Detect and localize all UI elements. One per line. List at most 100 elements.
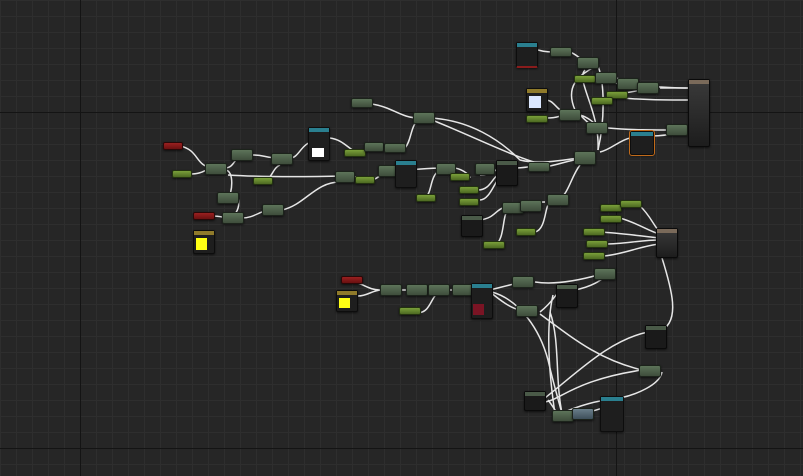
- texture-sample-node[interactable]: [556, 284, 578, 308]
- constant-node[interactable]: [606, 91, 628, 99]
- constant-node[interactable]: [620, 200, 642, 208]
- texture-sample-node[interactable]: [471, 283, 493, 319]
- node-header: [601, 397, 623, 401]
- multiply-node[interactable]: [364, 142, 384, 152]
- component-mask-node[interactable]: [572, 408, 594, 420]
- constant-node[interactable]: [583, 228, 605, 236]
- multiply-node[interactable]: [512, 276, 534, 288]
- node-header: [462, 216, 482, 220]
- lerp-node[interactable]: [594, 268, 616, 280]
- multiply-node[interactable]: [577, 57, 599, 69]
- grid-major-line: [80, 0, 81, 476]
- lerp-node[interactable]: [547, 194, 569, 206]
- texcoord-node[interactable]: [351, 98, 373, 108]
- multiply-node[interactable]: [528, 162, 550, 172]
- constant-node[interactable]: [344, 149, 366, 157]
- multiply-node[interactable]: [666, 124, 688, 136]
- wire: [599, 231, 661, 239]
- constant-node[interactable]: [586, 240, 608, 248]
- wire: [599, 137, 631, 153]
- vector-parameter-node[interactable]: [526, 88, 548, 112]
- add-node[interactable]: [520, 200, 542, 212]
- material-function-output-node[interactable]: [656, 228, 678, 258]
- wire: [549, 311, 563, 414]
- texture-sample-node[interactable]: [645, 325, 667, 349]
- add-node[interactable]: [406, 284, 428, 296]
- add-node[interactable]: [586, 122, 608, 134]
- constant-node[interactable]: [416, 194, 436, 202]
- constant-node[interactable]: [526, 115, 548, 123]
- node-header: [557, 285, 577, 289]
- constant-node[interactable]: [583, 252, 605, 260]
- constant-node[interactable]: [483, 241, 505, 249]
- material-output-node[interactable]: [688, 79, 710, 147]
- multiply-node[interactable]: [428, 284, 450, 296]
- add-node[interactable]: [595, 72, 617, 84]
- multiply-node[interactable]: [380, 284, 402, 296]
- constant-node[interactable]: [253, 177, 273, 185]
- wire: [603, 243, 661, 257]
- texture-sample-node[interactable]: [524, 391, 546, 411]
- texture-sample-node[interactable]: [308, 127, 330, 161]
- wire: [494, 209, 509, 246]
- wire: [281, 181, 341, 211]
- node-header: [646, 326, 666, 330]
- add-node[interactable]: [552, 410, 574, 422]
- node-header: [497, 161, 517, 165]
- node-header: [689, 80, 709, 84]
- lerp-node[interactable]: [271, 153, 293, 165]
- texture-preview: [473, 304, 484, 315]
- texture-sample-node-selected[interactable]: [629, 130, 655, 156]
- multiply-node[interactable]: [639, 365, 661, 377]
- lerp-node[interactable]: [637, 82, 659, 94]
- constant-node[interactable]: [516, 228, 536, 236]
- constant-node[interactable]: [172, 170, 192, 178]
- constant-node[interactable]: [355, 176, 375, 184]
- constant-node[interactable]: [459, 198, 479, 206]
- add-node[interactable]: [384, 143, 406, 153]
- texture-sample-node[interactable]: [516, 42, 538, 68]
- wire: [534, 274, 599, 284]
- vector-parameter-node[interactable]: [193, 230, 215, 254]
- panner-node[interactable]: [413, 112, 435, 124]
- wire: [619, 217, 661, 235]
- multiply-node[interactable]: [335, 171, 355, 183]
- multiply-node[interactable]: [205, 163, 227, 175]
- texture-sample-node[interactable]: [496, 160, 518, 186]
- lerp-node[interactable]: [574, 151, 596, 165]
- texture-sample-node[interactable]: [600, 396, 624, 432]
- node-header: [525, 392, 545, 396]
- multiply-node[interactable]: [617, 78, 639, 90]
- multiply-node[interactable]: [559, 109, 581, 121]
- lerp-node[interactable]: [475, 163, 495, 175]
- multiply-node[interactable]: [262, 204, 284, 216]
- scalar-parameter-node[interactable]: [163, 142, 183, 150]
- vector-parameter-node[interactable]: [336, 290, 358, 312]
- append-node[interactable]: [222, 212, 244, 224]
- texture-sample-node[interactable]: [395, 160, 417, 188]
- add-node[interactable]: [231, 149, 253, 161]
- wire: [581, 69, 599, 151]
- constant-node[interactable]: [450, 173, 470, 181]
- add-node[interactable]: [516, 305, 538, 317]
- scalar-parameter-node[interactable]: [193, 212, 215, 220]
- node-header: [337, 291, 357, 295]
- multiply-node[interactable]: [436, 163, 456, 175]
- multiply-node[interactable]: [217, 192, 239, 204]
- constant-node[interactable]: [399, 307, 421, 315]
- constant-node[interactable]: [600, 204, 622, 212]
- constant-node[interactable]: [591, 97, 613, 105]
- node-header: [309, 128, 329, 132]
- constant-node[interactable]: [574, 75, 596, 83]
- texcoord-node[interactable]: [550, 47, 572, 57]
- constant-node[interactable]: [459, 186, 479, 194]
- constant-node[interactable]: [600, 215, 622, 223]
- texture-sample-node[interactable]: [461, 215, 483, 237]
- scalar-parameter-node[interactable]: [341, 276, 363, 284]
- color-swatch: [339, 298, 350, 308]
- node-header: [472, 284, 492, 288]
- grid-major-line: [0, 448, 803, 449]
- wire: [604, 239, 661, 245]
